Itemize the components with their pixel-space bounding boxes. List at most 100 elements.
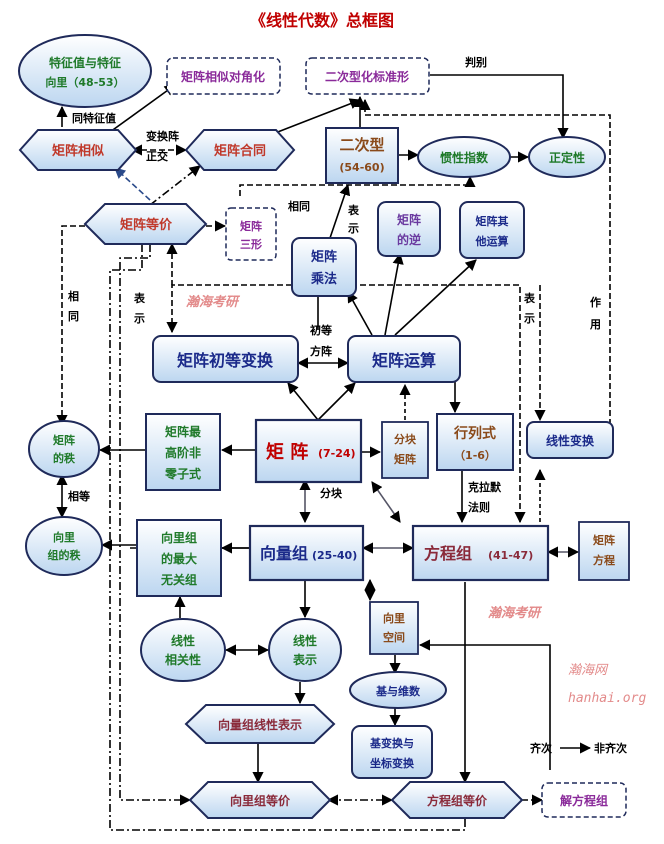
node-ops-label: 矩阵运算 <box>372 351 436 370</box>
node-inv-l1: 矩阵 <box>396 212 421 227</box>
label-homog: 齐次 <box>530 741 552 755</box>
label-represent2-l1: 表 <box>133 291 146 305</box>
node-mult[interactable]: 矩阵 乘法 <box>291 237 357 297</box>
node-mult-l1: 矩阵 <box>310 249 337 265</box>
watermark-3: 瀚海网 <box>568 663 609 678</box>
node-mat-sim[interactable]: 矩阵相似 <box>18 129 138 171</box>
label-represent1-l1: 表 <box>347 203 360 217</box>
node-other[interactable]: 矩阵其 他运算 <box>459 201 525 259</box>
node-mat-equiv-label: 矩阵等价 <box>119 217 173 233</box>
node-det-l1: 行列式 <box>453 425 496 442</box>
node-vrank[interactable]: 向里 组的秩 <box>25 516 103 576</box>
node-inv-l2: 的逆 <box>397 232 421 247</box>
node-maxind-l3: 无关组 <box>160 572 197 587</box>
node-vec-main-label: 向量组 <box>260 544 308 563</box>
edge-judge <box>430 74 569 140</box>
node-basis[interactable]: 基与维数 <box>349 671 447 709</box>
node-mat-equiv[interactable]: 矩阵等价 <box>83 203 208 245</box>
node-linrep[interactable]: 线性 表示 <box>268 618 342 682</box>
edges <box>56 74 611 831</box>
node-three[interactable]: 矩阵 三形 <box>225 207 277 261</box>
node-block-l2: 矩阵 <box>394 452 416 466</box>
label-cramer-l1: 克拉默 <box>468 480 502 494</box>
edge-mat-eq <box>371 481 401 523</box>
node-rank-l1: 矩阵 <box>53 433 75 447</box>
node-quad-l2: (54-60) <box>339 161 384 174</box>
node-posdef-label: 正定性 <box>549 150 585 165</box>
node-lin-trans[interactable]: 线性变换 <box>526 421 614 459</box>
node-maxind-l1: 向里组 <box>161 530 197 545</box>
label-nonhomog: 非齐次 <box>594 741 627 755</box>
node-matrix-main-label: 矩 阵 <box>266 441 308 463</box>
node-quad-l1: 二次型 <box>339 136 384 154</box>
label-act-l1: 作 <box>590 295 601 309</box>
node-linrep-l1: 线性 <box>293 633 317 648</box>
node-rank[interactable]: 矩阵 的秩 <box>28 420 100 478</box>
node-minor[interactable]: 矩阵最 高阶非 零子式 <box>145 413 221 491</box>
watermark-4: hanhai.org <box>568 691 646 706</box>
node-basis-label: 基与维数 <box>375 684 421 698</box>
node-eigen-l2: 向里（48-53） <box>45 75 124 89</box>
label-same2-l2: 同 <box>68 310 79 323</box>
edge-same1 <box>239 175 476 196</box>
node-matrix-main-num: (7-24) <box>318 447 356 460</box>
label-represent2-l2: 示 <box>133 312 145 325</box>
edge-mat-elem <box>287 382 319 421</box>
node-rank-l2: 的秩 <box>53 451 76 465</box>
node-elem-label: 矩阵初等变换 <box>177 351 274 370</box>
node-vspace[interactable]: 向里 空间 <box>369 601 419 655</box>
node-vec-main[interactable]: 向量组 (25-40) <box>248 524 365 582</box>
node-eigen[interactable]: 特征值与特征 向里（48-53） <box>18 34 152 108</box>
label-same2-l1: 相 <box>68 289 79 303</box>
watermark-2: 瀚海考研 <box>488 605 543 621</box>
edge-left-long <box>119 244 192 806</box>
node-matrix-main[interactable]: 矩 阵 (7-24) <box>254 418 363 484</box>
node-three-l1: 矩阵 <box>240 219 262 233</box>
node-posdef[interactable]: 正定性 <box>528 136 606 178</box>
node-eq-main-label: 方程组 <box>424 544 472 563</box>
node-minor-l3: 零子式 <box>164 466 201 481</box>
node-quad[interactable]: 二次型 (54-60) <box>325 127 399 184</box>
node-vspace-l2: 空间 <box>383 630 405 644</box>
node-solve-eq-label: 解方程组 <box>560 793 608 808</box>
edge-act <box>359 98 611 425</box>
node-det[interactable]: 行列式 （1-6） <box>436 413 514 471</box>
node-inertia-label: 惯性指数 <box>440 150 489 165</box>
node-block-l1: 分块 <box>394 432 417 446</box>
edge-sim-diag <box>109 84 176 133</box>
node-minor-l2: 高阶非 <box>165 445 201 460</box>
node-solve-eq[interactable]: 解方程组 <box>541 782 627 818</box>
node-mateq[interactable]: 矩阵 方程 <box>578 521 630 581</box>
node-elem[interactable]: 矩阵初等变换 <box>152 335 299 383</box>
node-vec-linrep[interactable]: 向量组线性表示 <box>184 704 336 744</box>
node-eq-main[interactable]: 方程组 (41-47) <box>411 524 550 582</box>
node-mat-cong-label: 矩阵合同 <box>213 143 266 159</box>
label-equal: 相等 <box>68 489 90 503</box>
edge-mult-quad <box>329 183 351 239</box>
edge-equiv-sim <box>114 167 151 201</box>
label-represent3-l2: 示 <box>523 312 535 325</box>
node-minor-l1: 矩阵最 <box>164 424 202 439</box>
node-diag-sim[interactable]: 矩阵相似对角化 <box>166 57 281 95</box>
node-maxind[interactable]: 向里组 的最大 无关组 <box>136 519 222 597</box>
node-vrank-l2: 组的秩 <box>48 548 82 562</box>
node-inv[interactable]: 矩阵 的逆 <box>377 201 441 257</box>
edge-ops-other <box>394 259 477 336</box>
node-lindep-l1: 线性 <box>171 633 195 648</box>
node-mat-cong[interactable]: 矩阵合同 <box>184 129 296 171</box>
node-vec-equiv-label: 向里组等价 <box>230 793 291 808</box>
watermark-1: 瀚海考研 <box>186 294 241 310</box>
node-quad-std-label: 二次型化标准形 <box>325 69 409 84</box>
node-basis-tr-l2: 坐标变换 <box>370 756 415 770</box>
node-vec-equiv[interactable]: 向里组等价 <box>188 781 332 819</box>
node-quad-std[interactable]: 二次型化标准形 <box>305 57 430 95</box>
label-same-eigen: 同特征值 <box>72 111 116 125</box>
node-eq-equiv[interactable]: 方程组等价 <box>390 781 524 819</box>
node-basis-tr[interactable]: 基变换与 坐标变换 <box>351 725 433 779</box>
node-block[interactable]: 分块 矩阵 <box>381 421 429 479</box>
node-other-l1: 矩阵其 <box>476 214 509 228</box>
node-lindep[interactable]: 线性 相关性 <box>140 618 226 682</box>
node-inertia[interactable]: 惯性指数 <box>417 136 511 178</box>
node-ops[interactable]: 矩阵运算 <box>347 335 461 383</box>
edge-left-long2 <box>109 244 466 831</box>
